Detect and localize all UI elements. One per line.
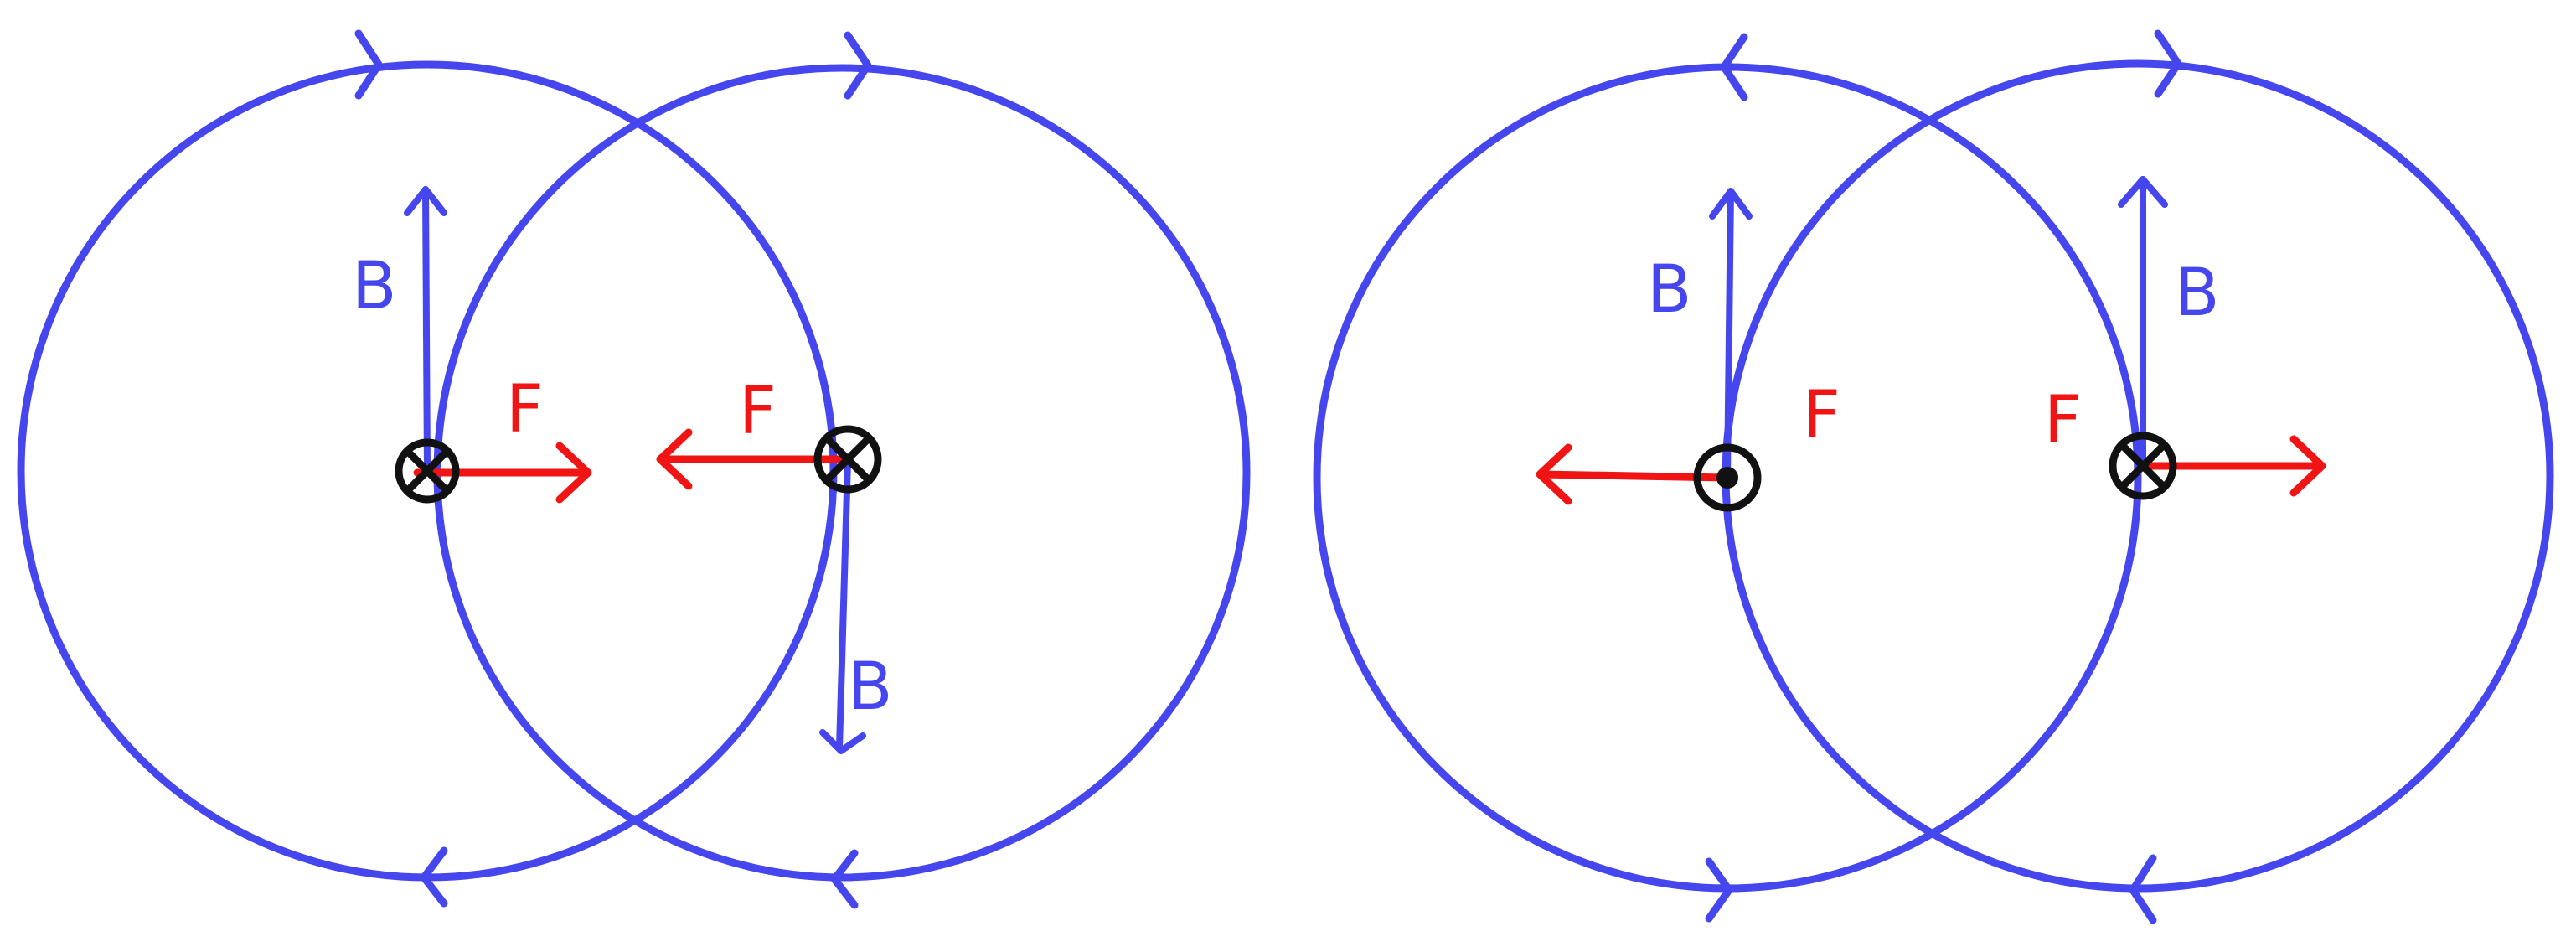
arrowhead-icon [555,442,592,504]
label-f-left-wire: F [1803,378,1840,453]
arrowhead-icon [819,729,866,754]
label-f-left-wire: F [506,372,544,448]
field-vector-b-left [422,186,431,474]
arrowhead-icon [2118,176,2168,208]
field-direction-arrow-icon [354,29,383,100]
field-direction-arrow-icon [830,849,859,909]
label-b-right-wire: B [848,649,893,725]
field-direction-arrow-icon [844,31,872,100]
field-vector-b-right [836,458,851,751]
field-direction-arrow-icon [2129,854,2157,924]
field-direction-arrow-icon [1705,857,1733,923]
current-into-page-icon [2109,432,2177,500]
arrowhead-icon [2289,435,2326,497]
label-f-right-wire: F [2044,383,2082,458]
diagram-antiparallel-currents: B F B F [1313,29,2554,924]
label-b-left-wire: B [1647,252,1692,328]
arrowhead-icon [404,186,447,216]
field-direction-arrow-icon [2154,29,2182,98]
field-direction-arrow-icon [1720,33,1748,101]
current-into-page-icon [395,438,460,504]
current-into-page-icon [813,425,882,494]
label-b-left-wire: B [352,249,397,324]
field-direction-arrow-icon [420,846,448,908]
arrowhead-icon [1709,188,1753,220]
label-b-right-wire: B [2175,256,2220,331]
diagram-parallel-currents: B F F B [17,29,1251,909]
arrowhead-icon [1536,443,1572,505]
current-out-of-page-icon [1693,443,1762,512]
arrowhead-icon [656,428,693,490]
label-f-right-wire: F [739,374,777,449]
field-vector-b-left [1724,188,1734,481]
